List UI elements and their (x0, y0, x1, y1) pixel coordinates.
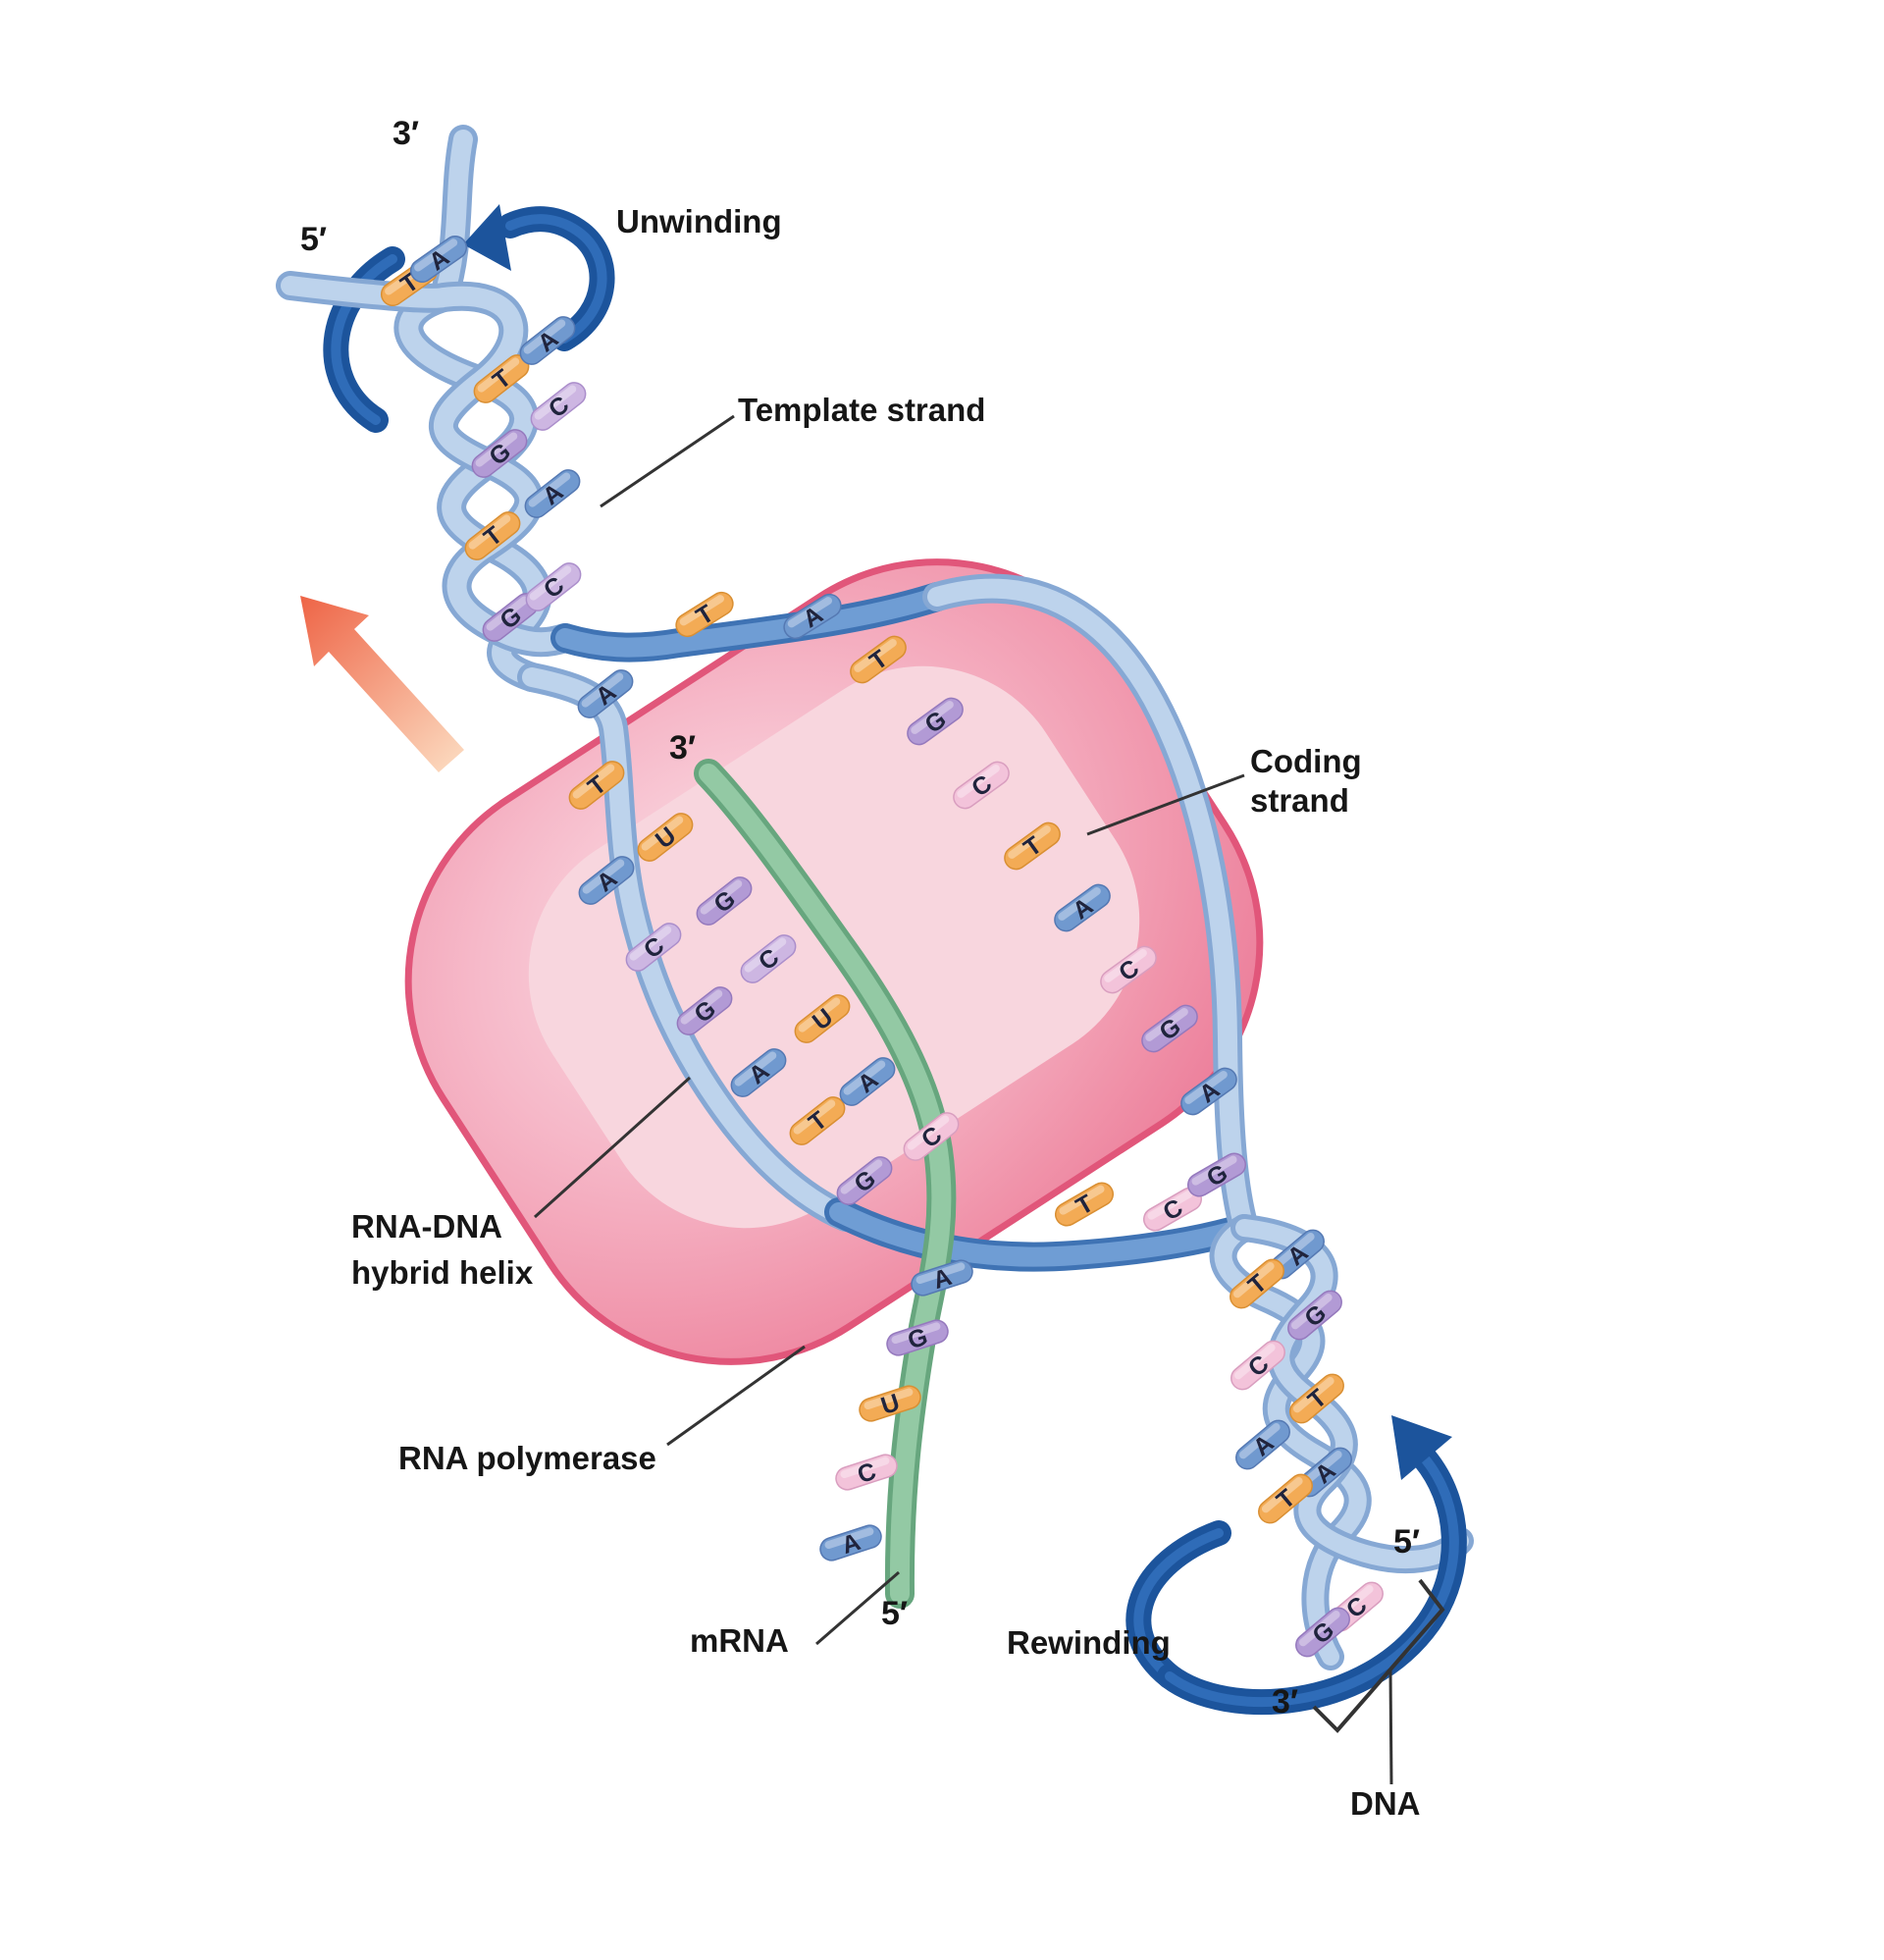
base-t: T (1230, 1258, 1284, 1309)
coding-strand-label-line2: strand (1250, 782, 1349, 819)
mrna-ribbon (694, 759, 957, 1609)
base-g: G (482, 593, 539, 642)
base-g: G (836, 1156, 893, 1205)
template-strand-label: Template strand (738, 392, 986, 428)
rewinding-arrow-back (1125, 1520, 1231, 1689)
five-prime-right-label: 5′ (1393, 1523, 1421, 1561)
three-prime-top-label: 3′ (392, 115, 420, 152)
rna-polymerase-label: RNA polymerase (398, 1440, 656, 1476)
leader-lines (533, 414, 1445, 1785)
base-c: C (835, 1454, 898, 1491)
rna-dna-hybrid-label: RNA-DNA hybrid helix (351, 1203, 533, 1296)
rewinding-label: Rewinding (1007, 1624, 1171, 1661)
dna-label: DNA (1350, 1785, 1421, 1822)
base-a: A (911, 1259, 973, 1297)
base-g: G (1141, 1004, 1198, 1053)
base-c: C (525, 562, 582, 611)
base-t: T (568, 761, 625, 810)
base-u: U (859, 1385, 921, 1422)
unwinding-arrow-front (463, 204, 615, 351)
base-t: T (473, 354, 530, 403)
template-strand-bottom (824, 1197, 1259, 1272)
unwinding-arrow-icon (323, 246, 405, 433)
three-prime-mrna-label: 3′ (669, 729, 697, 767)
movement-arrow-icon (300, 596, 464, 772)
base-t: T (1054, 1182, 1115, 1227)
unwinding-label: Unwinding (616, 203, 782, 239)
base-t: T (1258, 1473, 1313, 1524)
five-prime-mrna-label: 5′ (881, 1595, 909, 1632)
base-t: T (464, 511, 521, 560)
coding-strand-label: Coding strand (1250, 742, 1362, 821)
coding-strand-ribbon (550, 573, 1259, 1243)
mrna-label: mRNA (690, 1622, 789, 1659)
base-t: T (1004, 821, 1061, 871)
rna-dna-hybrid-label-line2: hybrid helix (351, 1254, 534, 1291)
base-c: C (1142, 1187, 1203, 1232)
coding-strand-label-line1: Coding (1250, 743, 1362, 779)
base-a: A (524, 469, 581, 518)
base-c: C (1100, 945, 1157, 994)
base-t: T (675, 591, 734, 638)
base-a: A (578, 856, 635, 905)
base-g: G (886, 1319, 949, 1356)
base-a: A (819, 1524, 882, 1562)
template-strand-ribbon (517, 662, 861, 1232)
rna-dna-hybrid-label-line1: RNA-DNA (351, 1208, 502, 1245)
base-a: A (1235, 1419, 1290, 1470)
base-t: T (850, 635, 907, 684)
five-prime-top-label: 5′ (300, 221, 328, 258)
three-prime-right-label: 3′ (1272, 1683, 1299, 1721)
base-a: A (839, 1057, 896, 1106)
